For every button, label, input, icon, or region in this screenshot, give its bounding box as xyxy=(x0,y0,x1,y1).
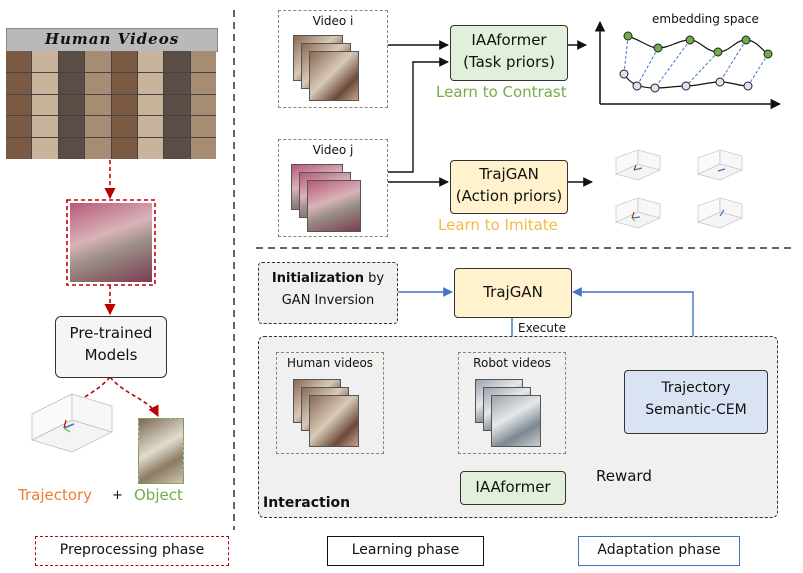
human-videos-mosaic xyxy=(6,51,216,159)
embedding-space-label: embedding space xyxy=(652,12,759,26)
human-videos-box: Human videos xyxy=(276,352,384,454)
initialization-box: Initialization by GAN Inversion xyxy=(258,262,398,324)
video-i-label: Video i xyxy=(312,14,354,28)
generated-trajectory-plot-3 xyxy=(615,197,661,229)
preprocessing-phase-legend: Preprocessing phase xyxy=(35,536,229,566)
pretrained-line1: Pre-trained xyxy=(69,324,153,342)
robot-videos-box: Robot videos xyxy=(458,352,566,454)
trajectory-semantic-cem-box: Trajectory Semantic-CEM xyxy=(624,370,768,434)
learning-phase-legend: Learning phase xyxy=(327,536,484,566)
human-videos-header: Human Videos xyxy=(6,28,218,52)
iaaformer-top-line1: IAAformer xyxy=(471,31,547,49)
adaptation-phase-legend: Adaptation phase xyxy=(578,536,740,566)
iaaformer-box: IAAformer xyxy=(460,471,566,505)
trajgan-box: TrajGAN xyxy=(454,268,572,318)
human-videos-label: Human videos xyxy=(286,356,374,370)
human-videos-frames xyxy=(309,395,359,447)
trajgan-top-line1: TrajGAN xyxy=(479,165,539,183)
adaptation-phase-label: Adaptation phase xyxy=(597,542,721,558)
video-j-label: Video j xyxy=(312,143,354,157)
generated-trajectory-plot-2 xyxy=(697,149,743,181)
video-i-frames xyxy=(309,51,359,101)
preprocessing-phase-label: Preprocessing phase xyxy=(59,542,205,558)
trajectory-3d-plot xyxy=(31,393,113,453)
learn-to-imitate-label: Learn to Imitate xyxy=(438,216,558,234)
pretrained-line2: Models xyxy=(84,346,138,364)
interaction-label: Interaction xyxy=(263,495,351,511)
execute-label: Execute xyxy=(518,321,566,335)
initialization-line2: GAN Inversion xyxy=(281,293,375,308)
trajgan-action-priors-box: TrajGAN (Action priors) xyxy=(450,160,568,214)
cem-line1: Trajectory xyxy=(661,380,731,396)
reward-label: Reward xyxy=(596,467,652,485)
initialization-line1: Initialization by xyxy=(271,271,385,286)
human-videos-title: Human Videos xyxy=(44,30,180,48)
cem-line2: Semantic-CEM xyxy=(645,402,747,418)
trajgan-label: TrajGAN xyxy=(483,283,543,301)
video-j-box: Video j xyxy=(278,139,388,237)
iaaformer-top-line2: (Task priors) xyxy=(463,53,555,71)
selected-frame-image xyxy=(70,203,152,282)
trajgan-top-line2: (Action priors) xyxy=(455,187,563,205)
generated-trajectory-plot-4 xyxy=(697,197,743,229)
plus-sign: + xyxy=(112,488,123,503)
learn-to-contrast-label: Learn to Contrast xyxy=(436,83,567,101)
robot-videos-frames xyxy=(491,395,541,447)
object-label: Object xyxy=(134,486,183,504)
video-j-frames xyxy=(307,180,361,232)
learning-phase-label: Learning phase xyxy=(351,542,460,558)
video-i-box: Video i xyxy=(278,10,388,108)
object-crop-image xyxy=(138,418,184,484)
iaaformer-task-priors-box: IAAformer (Task priors) xyxy=(450,25,568,81)
iaaformer-label: IAAformer xyxy=(475,478,551,496)
generated-trajectory-plot-1 xyxy=(615,149,661,181)
trajectory-label: Trajectory xyxy=(18,486,93,504)
pretrained-models-box: Pre-trained Models xyxy=(55,316,167,378)
robot-videos-label: Robot videos xyxy=(473,356,551,370)
